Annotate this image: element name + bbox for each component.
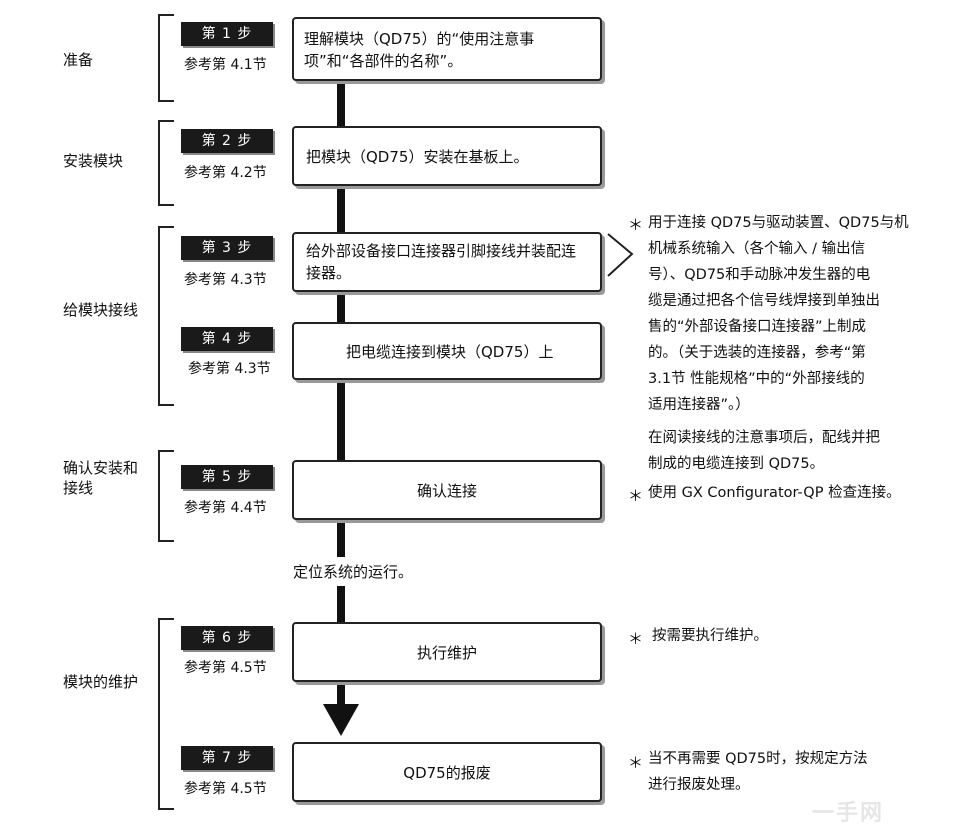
phase-bracket-wiring bbox=[158, 226, 174, 406]
note-wiring-line-6: 的。（关于选装的连接器，参考“第 bbox=[648, 345, 866, 361]
step-box-4: 把电缆连接到模块（QD75）上 bbox=[292, 322, 602, 380]
step-ref-6: 参考第 4.5节 bbox=[184, 660, 267, 676]
flow-line-7 bbox=[337, 682, 345, 706]
phase-bracket-maintenance bbox=[158, 618, 174, 810]
note-star-maintenance: ＊ bbox=[628, 630, 644, 648]
step-box-5: 确认连接 bbox=[292, 460, 602, 520]
note-star-wiring: ＊ bbox=[628, 216, 644, 234]
step-box-7: QD75的报废 bbox=[292, 742, 602, 802]
phase-label-wiring: 给模块接线 bbox=[63, 301, 139, 319]
step-badge-3: 第 3 步 bbox=[181, 236, 273, 260]
phase-label-install: 安装模块 bbox=[63, 152, 124, 170]
phase-label-prepare: 准备 bbox=[63, 51, 94, 69]
note-wiring: 用于连接 QD75与驱动装置、QD75与机 机械系统输入（各个输入 / 输出信 … bbox=[648, 210, 948, 418]
step-text-6: 执行维护 bbox=[416, 644, 477, 662]
note-wiring-line-4: 缆是通过把各个信号线焊接到单独出 bbox=[648, 293, 880, 309]
step-text-5: 确认连接 bbox=[416, 482, 477, 500]
note-after-line-1: 在阅读接线的注意事项后，配线并把 bbox=[648, 430, 880, 446]
note-after-wiring: 在阅读接线的注意事项后，配线并把 制成的电缆连接到 QD75。 bbox=[648, 425, 948, 477]
step-ref-1: 参考第 4.1节 bbox=[184, 57, 267, 73]
note-disposal-line-2: 进行报废处理。 bbox=[648, 777, 750, 793]
step-ref-7: 参考第 4.5节 bbox=[184, 781, 267, 797]
note-disposal-line-1: 当不再需要 QD75时，按规定方法 bbox=[648, 751, 868, 767]
note-wiring-line-3: 号）、QD75和手动脉冲发生器的电 bbox=[648, 267, 871, 283]
note-confirm: 使用 GX Configurator-QP 检查连接。 bbox=[648, 485, 901, 501]
step-box-6: 执行维护 bbox=[292, 622, 602, 682]
step-badge-5: 第 5 步 bbox=[181, 465, 273, 489]
phase-label-confirm: 确认安装和接线 bbox=[63, 459, 139, 497]
step-badge-6: 第 6 步 bbox=[181, 626, 273, 650]
flow-line-5 bbox=[337, 521, 345, 557]
note-after-line-2: 制成的电缆连接到 QD75。 bbox=[648, 456, 825, 472]
note-maintenance: 按需要执行维护。 bbox=[652, 628, 768, 644]
phase-bracket-confirm bbox=[158, 450, 174, 542]
note-wiring-line-1: 用于连接 QD75与驱动装置、QD75与机 bbox=[648, 215, 909, 231]
step-text-4: 把电缆连接到模块（QD75）上 bbox=[346, 343, 554, 361]
flow-line-6 bbox=[337, 586, 345, 624]
flow-label: 定位系统的运行。 bbox=[293, 561, 414, 582]
flow-line-1 bbox=[337, 80, 345, 130]
step-ref-3: 参考第 4.3节 bbox=[184, 272, 267, 288]
step-box-1: 理解模块（QD75）的“使用注意事项”和“各部件的名称”。 bbox=[292, 17, 602, 81]
step-box-2: 把模块（QD75）安装在基板上。 bbox=[292, 126, 602, 186]
note-star-disposal: ＊ bbox=[628, 754, 644, 772]
step-text-3: 给外部设备接口连接器引脚接线并装配连接器。 bbox=[306, 242, 577, 282]
note-wiring-line-2: 机械系统输入（各个输入 / 输出信 bbox=[648, 241, 866, 257]
step-ref-4: 参考第 4.3节 bbox=[188, 361, 271, 377]
flow-line-2 bbox=[337, 186, 345, 234]
step-badge-1: 第 1 步 bbox=[181, 22, 273, 46]
step-text-1: 理解模块（QD75）的“使用注意事项”和“各部件的名称”。 bbox=[304, 30, 535, 70]
watermark: 一手网 bbox=[812, 801, 885, 826]
flow-line-4 bbox=[337, 380, 345, 462]
note-wiring-line-8: 适用连接器”。） bbox=[648, 397, 750, 413]
note-brace bbox=[607, 233, 634, 277]
flow-arrow-head bbox=[323, 704, 359, 736]
note-wiring-line-5: 售的“外部设备接口连接器”上制成 bbox=[648, 319, 867, 335]
step-badge-2: 第 2 步 bbox=[181, 129, 273, 153]
phase-bracket-install bbox=[158, 120, 174, 206]
step-ref-2: 参考第 4.2节 bbox=[184, 165, 267, 181]
step-text-7: QD75的报废 bbox=[403, 764, 491, 782]
note-star-confirm: ＊ bbox=[628, 487, 644, 505]
step-box-3: 给外部设备接口连接器引脚接线并装配连接器。 bbox=[292, 232, 602, 292]
step-ref-5: 参考第 4.4节 bbox=[184, 500, 267, 516]
note-wiring-line-7: 3.1节 性能规格”中的“外部接线的 bbox=[648, 371, 865, 387]
phase-bracket-prepare bbox=[158, 14, 174, 102]
flow-line-3 bbox=[337, 291, 345, 323]
step-text-2: 把模块（QD75）安装在基板上。 bbox=[306, 148, 529, 166]
note-disposal: 当不再需要 QD75时，按规定方法 进行报废处理。 bbox=[648, 746, 938, 798]
step-badge-4: 第 4 步 bbox=[181, 327, 273, 351]
phase-label-maintenance: 模块的维护 bbox=[63, 673, 139, 691]
step-badge-7: 第 7 步 bbox=[181, 746, 273, 770]
